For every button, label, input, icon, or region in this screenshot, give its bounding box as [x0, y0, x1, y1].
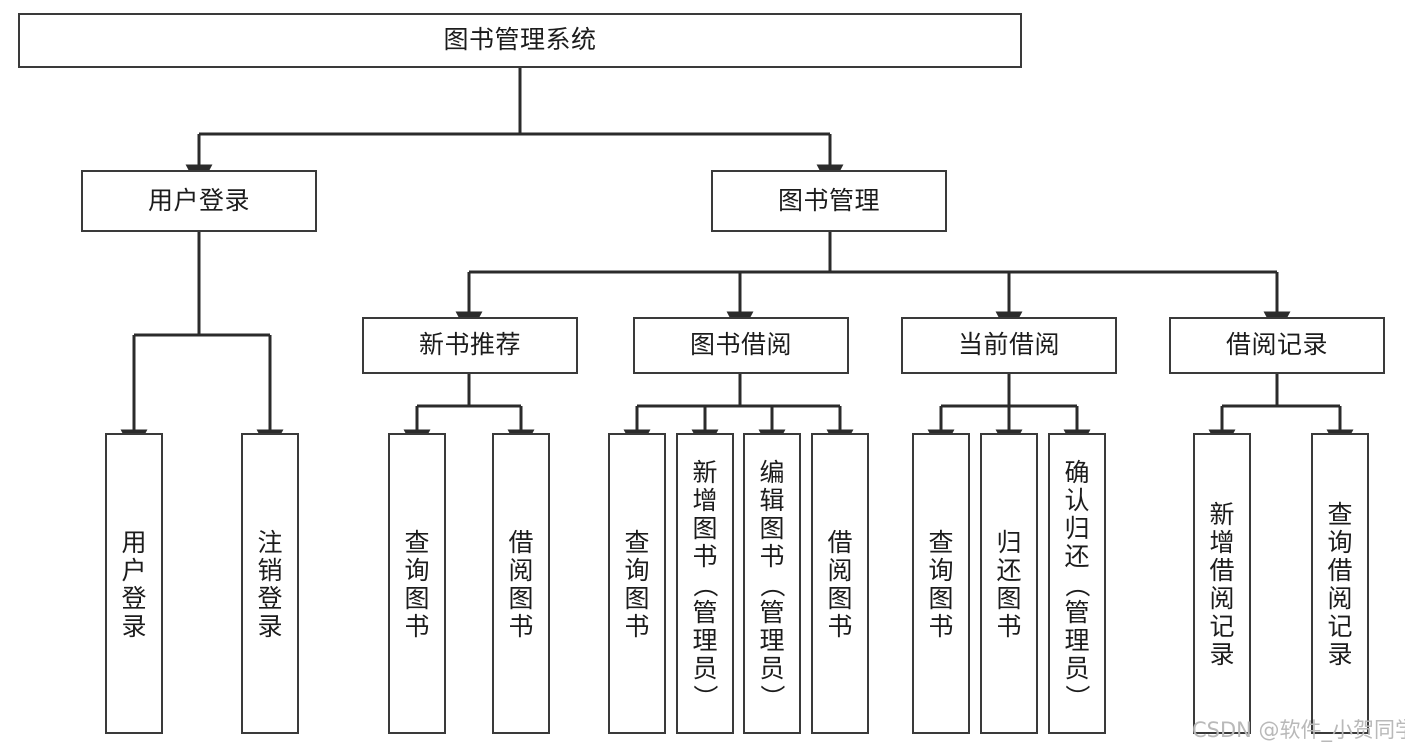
node-label: 图书管理	[777, 185, 880, 215]
node-label: 归还图书	[996, 527, 1022, 641]
node-current-borrow[interactable]: 当前借阅	[901, 317, 1117, 374]
node-leaf-edit-book-admin[interactable]: 编辑图书（管理员）	[743, 433, 801, 734]
node-leaf-borrow-book-1[interactable]: 借阅图书	[492, 433, 550, 734]
node-root-book-management-system[interactable]: 图书管理系统	[18, 13, 1022, 68]
node-label: 借阅记录	[1225, 330, 1328, 360]
node-label: 确认归还（管理员）	[1062, 457, 1092, 710]
node-label: 新增图书（管理员）	[690, 457, 720, 710]
node-borrow-record[interactable]: 借阅记录	[1169, 317, 1385, 374]
node-label: 用户登录	[121, 527, 147, 641]
node-label: 借阅图书	[508, 527, 534, 641]
node-leaf-confirm-return-admin[interactable]: 确认归还（管理员）	[1048, 433, 1106, 734]
node-book-management[interactable]: 图书管理	[711, 170, 947, 232]
node-label: 查询图书	[928, 527, 954, 641]
node-book-borrow[interactable]: 图书借阅	[633, 317, 849, 374]
node-label: 新书推荐	[418, 330, 521, 360]
node-leaf-add-borrow-record[interactable]: 新增借阅记录	[1193, 433, 1251, 734]
node-leaf-query-book-2[interactable]: 查询图书	[608, 433, 666, 734]
node-label: 查询图书	[624, 527, 650, 641]
node-label: 借阅图书	[827, 527, 853, 641]
node-leaf-query-book-3[interactable]: 查询图书	[912, 433, 970, 734]
node-leaf-return-book[interactable]: 归还图书	[980, 433, 1038, 734]
node-label: 新增借阅记录	[1209, 499, 1235, 669]
node-leaf-add-book-admin[interactable]: 新增图书（管理员）	[676, 433, 734, 734]
node-label: 图书借阅	[689, 330, 792, 360]
node-label: 查询借阅记录	[1327, 499, 1353, 669]
node-leaf-borrow-book-2[interactable]: 借阅图书	[811, 433, 869, 734]
node-new-book-recommend[interactable]: 新书推荐	[362, 317, 578, 374]
node-label: 用户登录	[147, 185, 250, 215]
node-label: 注销登录	[257, 527, 283, 641]
watermark-text: CSDN @软件_小贺同学	[1192, 718, 1405, 742]
node-label: 查询图书	[404, 527, 430, 641]
node-label: 当前借阅	[957, 330, 1060, 360]
node-leaf-query-borrow-record[interactable]: 查询借阅记录	[1311, 433, 1369, 734]
node-leaf-query-book-1[interactable]: 查询图书	[388, 433, 446, 734]
node-leaf-logout-login[interactable]: 注销登录	[241, 433, 299, 734]
node-leaf-user-login[interactable]: 用户登录	[105, 433, 163, 734]
node-label: 编辑图书（管理员）	[757, 457, 787, 710]
node-label: 图书管理系统	[443, 25, 597, 55]
node-user-login[interactable]: 用户登录	[81, 170, 317, 232]
